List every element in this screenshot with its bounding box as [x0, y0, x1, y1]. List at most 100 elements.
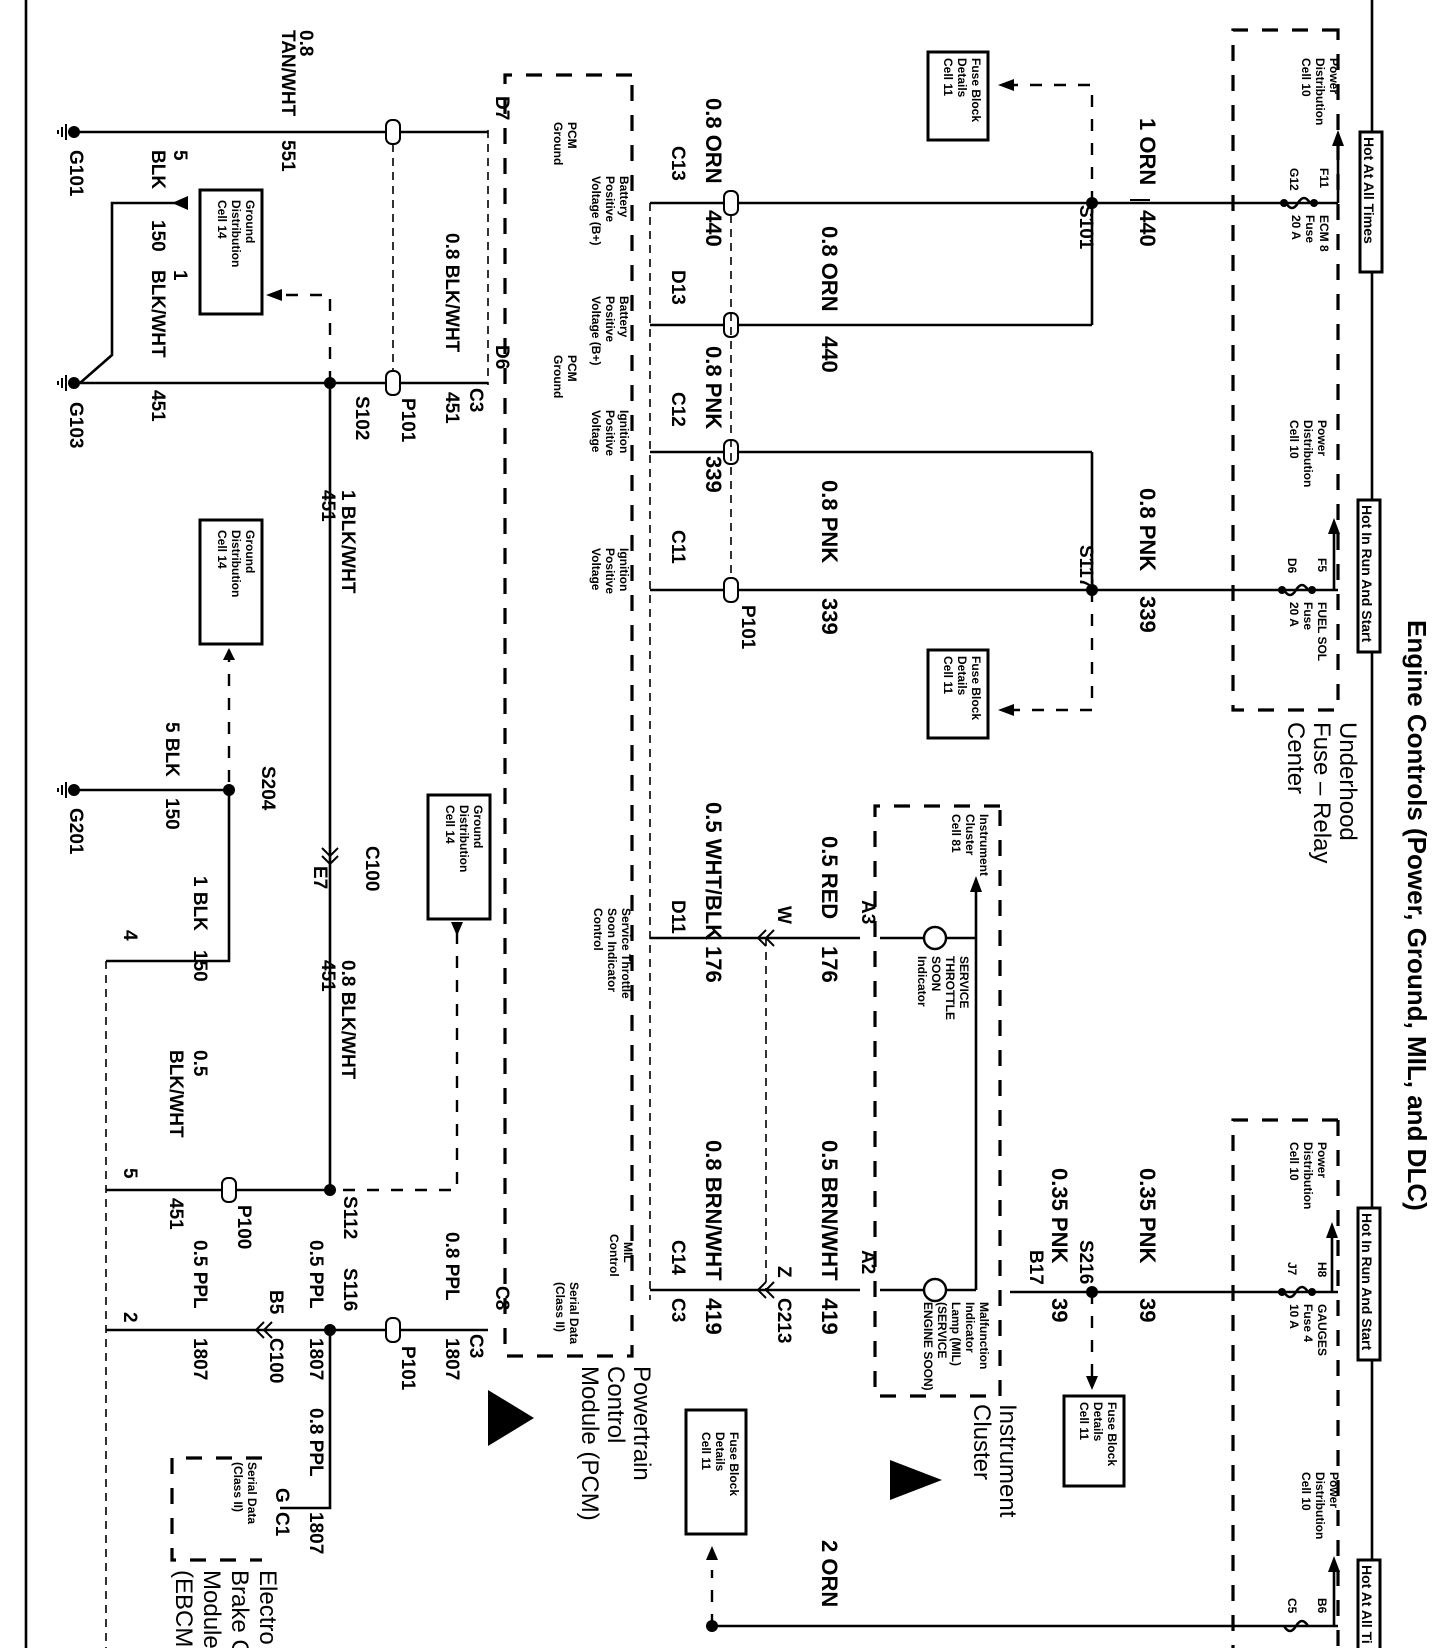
ground-distribution-ref-3[interactable] [426, 793, 492, 921]
arrow-up-icon [706, 1546, 718, 1560]
svg-text:Serial Data: Serial Data [567, 1282, 581, 1344]
bulb-icon [922, 925, 948, 951]
fuse-ecm8-label: ECM 8 Fuse 20 A [1289, 215, 1331, 252]
diagram-title: Engine Controls (Power, Ground, MIL, and… [1402, 620, 1432, 1211]
svg-text:Cell 10: Cell 10 [1287, 420, 1301, 459]
wire-circuit-label: 339 [1135, 596, 1160, 633]
hot-in-run-start-label: Hot In Run And Start [1359, 505, 1375, 642]
wire-color-label: TAN/WHT [277, 30, 298, 117]
svg-text:Instrument: Instrument [994, 1404, 1021, 1518]
hot-at-all-times-label-2: Hot At All Ti [1359, 1565, 1375, 1644]
pcm-func-ign-2: Ignition Positive Voltage [589, 548, 631, 594]
hot-in-run-start-label-2: Hot In Run And Start [1359, 1213, 1375, 1350]
ground-distribution-ref-2[interactable] [198, 518, 264, 646]
pcm-func-mil: MIL Control [607, 1234, 635, 1277]
fuse-icon-4 [1282, 1619, 1310, 1633]
svg-text:Electro: Electro [254, 1570, 281, 1645]
splice-label: S216 [1075, 1240, 1096, 1284]
fuse-gauges-label: GAUGES Fuse 4 10 A [1287, 1304, 1329, 1356]
connector-label: Z [773, 1266, 794, 1278]
svg-text:Ground: Ground [551, 122, 565, 165]
ground-terminal [68, 784, 80, 796]
svg-text:Battery: Battery [617, 296, 631, 338]
svg-text:Fuse 4: Fuse 4 [1301, 1304, 1315, 1342]
svg-text:Voltage: Voltage [589, 410, 603, 453]
wire-color-label: 0.8 PNK [817, 480, 842, 563]
svg-text:MIL: MIL [621, 1242, 635, 1263]
connector-label: P101 [737, 605, 758, 650]
svg-text:Cell 14: Cell 14 [443, 805, 457, 844]
svg-text:Details: Details [713, 1432, 727, 1472]
wire-circuit-label: 339 [701, 456, 726, 493]
connector-label: C100 [361, 846, 382, 891]
svg-text:Serial Data: Serial Data [245, 1462, 259, 1524]
p100-connector [221, 1177, 237, 1203]
svg-text:Malfunction: Malfunction [977, 1302, 991, 1369]
svg-text:Fuse – Relay: Fuse – Relay [1308, 722, 1335, 863]
pcm-func-bplus-1: Battery Positive Voltage (B+) [589, 176, 631, 245]
fuse-block-details-ref-1[interactable] [926, 50, 990, 142]
power-distribution-ref-4: Power Distribution Cell 10 [1299, 1472, 1341, 1539]
wire-color-label: 0.5 WHT/BLK [701, 802, 726, 940]
fuse-fuel-sol-label: FUEL SOL Fuse 20 A [1287, 602, 1329, 661]
fuse-in-pin: B6 [1315, 1598, 1329, 1614]
svg-text:Control: Control [591, 908, 605, 951]
fuse-out-pin: C5 [1285, 1598, 1299, 1614]
underhood-label: Underhood Fuse – Relay Center [1282, 722, 1361, 863]
svg-text:Fuse: Fuse [1301, 602, 1315, 630]
wire-circuit-label: 451 [165, 1198, 186, 1230]
svg-text:Lamp (MIL): Lamp (MIL) [949, 1302, 963, 1366]
fuse-block-ref-line-1 [1010, 83, 1094, 203]
ground-terminal [68, 126, 80, 138]
fuse-icon-fuel-sol [1282, 583, 1310, 597]
svg-text:Distribution: Distribution [1313, 1472, 1327, 1539]
wire-150-g103 [79, 201, 180, 384]
wire-color-label: 0.8 BLK/WHT [337, 960, 358, 1080]
pin-label: C12 [667, 392, 688, 427]
ground-terminal [68, 377, 80, 389]
pcm-func-bplus-2: Battery Positive Voltage (B+) [589, 296, 631, 365]
fuse-block-details-ref-2[interactable] [926, 648, 990, 740]
arrow-up-icon [1332, 130, 1344, 146]
svg-text:Cell 11: Cell 11 [1077, 1402, 1091, 1440]
bulb-icon [922, 1277, 948, 1303]
arrow-up-icon [1328, 1556, 1340, 1572]
wire-1807-ebcm [280, 1330, 332, 1510]
wire-color-label: 0.8 ORN [701, 98, 726, 184]
fuse-block-ref-line-2 [1010, 590, 1094, 712]
svg-text:Service Throttle: Service Throttle [619, 908, 633, 999]
pin-label: C1 [271, 1512, 292, 1537]
svg-text:Cell 10: Cell 10 [1299, 1472, 1313, 1511]
wire-color-label: 0.5 PPL [305, 1240, 326, 1309]
wire-circuit-label: 440 [701, 210, 726, 247]
ground-distribution-ref-1[interactable] [198, 188, 264, 316]
svg-text:Fuse Block: Fuse Block [969, 656, 983, 720]
wire-circuit-label: 39 [1047, 1298, 1072, 1322]
wire-circuit-label: 440 [817, 336, 842, 373]
wire-color-label: 0.5 BRN/WHT [817, 1140, 842, 1281]
connector-label: C213 [773, 1298, 794, 1343]
wire-color-label: 1 BLK [189, 876, 210, 931]
wire-circuit-label: 39 [1135, 1298, 1160, 1322]
pin-label: D7 [491, 96, 512, 120]
ground-ref-line-3 [340, 932, 459, 1192]
svg-text:Cell 11: Cell 11 [941, 656, 955, 694]
ground-dist-ref-text-2: Ground Distribution Cell 14 [215, 530, 257, 597]
wire-color-label: 0.5 RED [817, 836, 842, 919]
svg-text:Distribution: Distribution [229, 530, 243, 597]
wire-color-label: 0.8 PPL [441, 1232, 462, 1301]
svg-text:Ignition: Ignition [617, 410, 631, 453]
fuse-in-pin: F11 [1317, 168, 1331, 188]
fuse-terminal [1308, 1288, 1316, 1296]
pin-label: 2 [119, 1312, 140, 1323]
svg-text:Details: Details [1091, 1402, 1105, 1442]
arrow-left-icon [266, 289, 282, 301]
ebcm-module-outline [170, 1456, 262, 1562]
fuse-block-details-ref-4[interactable] [684, 1408, 748, 1536]
svg-text:Module (PCM): Module (PCM) [576, 1366, 603, 1521]
svg-text:Cell 81: Cell 81 [949, 814, 963, 853]
svg-text:Voltage: Voltage [589, 548, 603, 591]
fuse-block-ref-text-3: Fuse Block Details Cell 11 [1077, 1402, 1119, 1466]
fuse-block-details-ref-3[interactable] [1062, 1394, 1126, 1488]
svg-text:Cell 10: Cell 10 [1299, 58, 1313, 97]
